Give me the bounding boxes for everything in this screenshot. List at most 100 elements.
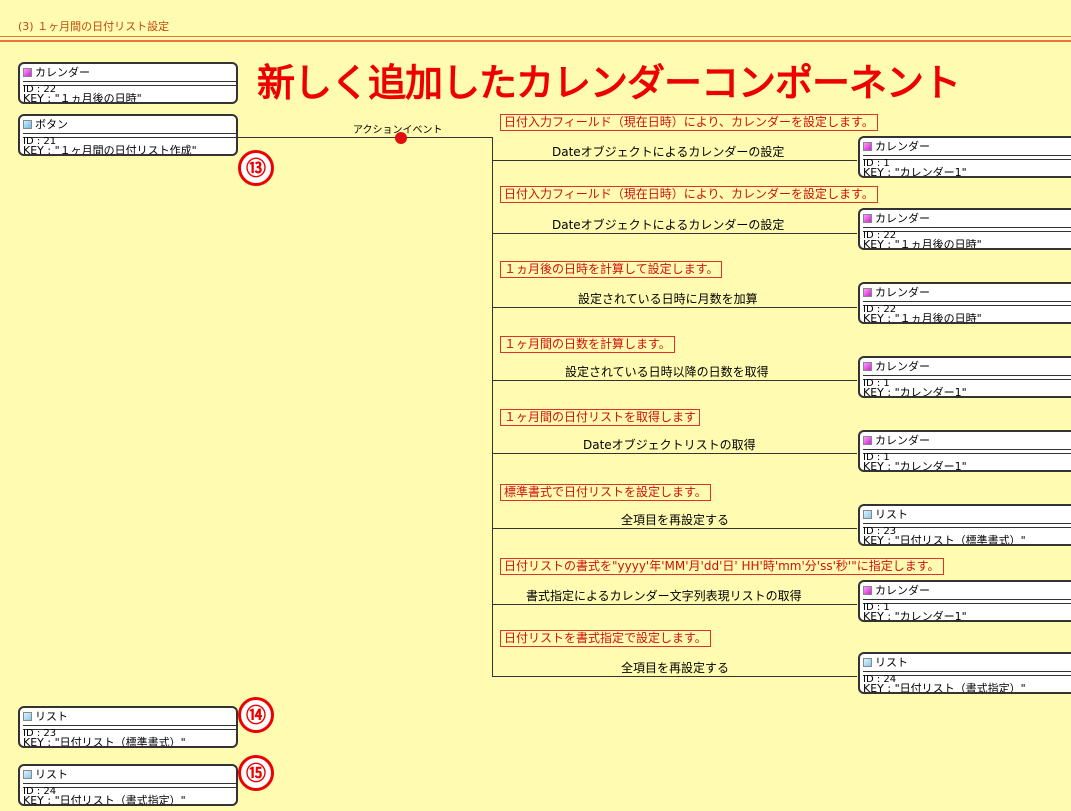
- component-list-23[interactable]: リスト ID : 23 KEY : "日付リスト（標準書式）": [18, 706, 238, 748]
- component-type: リスト: [35, 768, 68, 781]
- step-3-target[interactable]: カレンダー ID : 22 KEY : "１ヵ月後の日時": [858, 282, 1071, 324]
- step-8-line: [492, 676, 857, 677]
- component-id: ID : 1: [863, 602, 890, 613]
- component-type: カレンダー: [875, 286, 930, 299]
- component-id: ID : 1: [863, 158, 890, 169]
- step-2-target[interactable]: カレンダー ID : 22 KEY : "１ヵ月後の日時": [858, 208, 1071, 250]
- component-key: KEY : "カレンダー1": [863, 610, 967, 622]
- component-type: リスト: [35, 710, 68, 723]
- step-3-comment: １ヵ月後の日時を計算して設定します。: [500, 261, 723, 278]
- step-5-comment: １ヶ月間の日付リストを取得します: [500, 409, 701, 426]
- section-header: (3) １ヶ月間の日付リスト設定: [0, 0, 1071, 42]
- marker-15: ⑮: [238, 755, 274, 791]
- component-list-24[interactable]: リスト ID : 24 KEY : "日付リスト（書式指定）": [18, 764, 238, 806]
- button-icon: [23, 120, 32, 129]
- component-key: KEY : "カレンダー1": [863, 460, 967, 472]
- component-id: ID : 22: [863, 230, 897, 241]
- calendar-icon: [863, 142, 872, 151]
- marker-13: ⑬: [238, 150, 274, 186]
- step-1-line: [492, 160, 857, 161]
- component-type: カレンダー: [35, 66, 90, 79]
- step-7-line: [492, 604, 857, 605]
- divider: [23, 81, 236, 86]
- component-type: リスト: [875, 508, 908, 521]
- component-type: リスト: [875, 656, 908, 669]
- step-4-target[interactable]: カレンダー ID : 1 KEY : "カレンダー1": [858, 356, 1071, 398]
- step-4-method[interactable]: 設定されている日時以降の日数を取得: [565, 365, 769, 379]
- divider: [23, 133, 236, 138]
- step-5-target[interactable]: カレンダー ID : 1 KEY : "カレンダー1": [858, 430, 1071, 472]
- component-key: KEY : "１ヶ月間の日付リスト作成": [23, 144, 197, 156]
- component-type: カレンダー: [875, 212, 930, 225]
- step-2-comment: 日付入力フィールド（現在日時）により、カレンダーを設定します。: [500, 186, 878, 203]
- component-type: カレンダー: [875, 140, 930, 153]
- calendar-icon: [863, 288, 872, 297]
- step-3-line: [492, 307, 857, 308]
- step-6-target[interactable]: リスト ID : 23 KEY : "日付リスト（標準書式）": [858, 504, 1071, 546]
- component-type: ボタン: [35, 118, 68, 131]
- calendar-icon: [863, 214, 872, 223]
- divider: [863, 599, 1071, 604]
- event-dot[interactable]: [395, 132, 407, 144]
- step-3-method[interactable]: 設定されている日時に月数を加算: [578, 292, 758, 306]
- divider: [23, 783, 236, 788]
- divider: [863, 523, 1071, 528]
- step-6-comment: 標準書式で日付リストを設定します。: [500, 484, 711, 501]
- component-type: カレンダー: [875, 434, 930, 447]
- divider: [863, 155, 1071, 160]
- component-key: KEY : "日付リスト（標準書式）": [23, 736, 186, 748]
- divider: [863, 375, 1071, 380]
- component-key: KEY : "１ヵ月後の日時": [23, 92, 142, 104]
- step-4-comment: １ヶ月間の日数を計算します。: [500, 336, 675, 353]
- list-icon: [23, 712, 32, 721]
- step-6-line: [492, 528, 857, 529]
- step-7-comment: 日付リストの書式を"yyyy'年'MM'月'dd'日' HH'時'mm'分'ss…: [500, 558, 944, 575]
- component-id: ID : 22: [863, 304, 897, 315]
- step-4-line: [492, 380, 857, 381]
- step-7-method[interactable]: 書式指定によるカレンダー文字列表現リストの取得: [526, 589, 802, 603]
- component-key: KEY : "日付リスト（書式指定）": [23, 794, 186, 806]
- calendar-icon: [863, 362, 872, 371]
- component-id: ID : 1: [863, 452, 890, 463]
- step-1-comment: 日付入力フィールド（現在日時）により、カレンダーを設定します。: [500, 114, 878, 131]
- step-5-line: [492, 453, 857, 454]
- step-5-method[interactable]: Dateオブジェクトリストの取得: [583, 438, 756, 452]
- component-calendar-22[interactable]: カレンダー ID : 22 KEY : "１ヵ月後の日時": [18, 62, 238, 104]
- step-1-method[interactable]: Dateオブジェクトによるカレンダーの設定: [552, 145, 785, 159]
- step-8-method[interactable]: 全項目を再設定する: [621, 661, 730, 675]
- calendar-icon: [23, 68, 32, 77]
- step-1-target[interactable]: カレンダー ID : 1 KEY : "カレンダー1": [858, 136, 1071, 178]
- calendar-icon: [863, 586, 872, 595]
- component-id: ID : 23: [863, 526, 897, 537]
- component-id: ID : 22: [23, 84, 57, 95]
- list-icon: [23, 770, 32, 779]
- component-id: ID : 23: [23, 728, 57, 739]
- component-key: KEY : "日付リスト（標準書式）": [863, 534, 1026, 546]
- divider: [23, 725, 236, 730]
- component-id: ID : 1: [863, 378, 890, 389]
- component-key: KEY : "カレンダー1": [863, 166, 967, 178]
- step-6-method[interactable]: 全項目を再設定する: [621, 513, 730, 527]
- component-button-21[interactable]: ボタン ID : 21 KEY : "１ヶ月間の日付リスト作成": [18, 114, 238, 156]
- step-2-line: [492, 233, 857, 234]
- marker-14: ⑭: [238, 697, 274, 733]
- step-2-method[interactable]: Dateオブジェクトによるカレンダーの設定: [552, 218, 785, 232]
- component-type: カレンダー: [875, 584, 930, 597]
- component-key: KEY : "１ヵ月後の日時": [863, 238, 982, 250]
- step-7-target[interactable]: カレンダー ID : 1 KEY : "カレンダー1": [858, 580, 1071, 622]
- component-id: ID : 21: [23, 136, 57, 147]
- event-label: アクションイベント: [353, 125, 443, 136]
- step-8-comment: 日付リストを書式指定で設定します。: [500, 630, 711, 647]
- event-trunk: [492, 137, 493, 677]
- list-icon: [863, 510, 872, 519]
- component-key: KEY : "日付リスト（書式指定）": [863, 682, 1026, 694]
- step-8-target[interactable]: リスト ID : 24 KEY : "日付リスト（書式指定）": [858, 652, 1071, 694]
- component-type: カレンダー: [875, 360, 930, 373]
- component-id: ID : 24: [863, 674, 897, 685]
- divider: [863, 227, 1071, 232]
- section-title: (3) １ヶ月間の日付リスト設定: [18, 20, 170, 33]
- calendar-icon: [863, 436, 872, 445]
- divider: [863, 449, 1071, 454]
- divider: [863, 671, 1071, 676]
- component-key: KEY : "カレンダー1": [863, 386, 967, 398]
